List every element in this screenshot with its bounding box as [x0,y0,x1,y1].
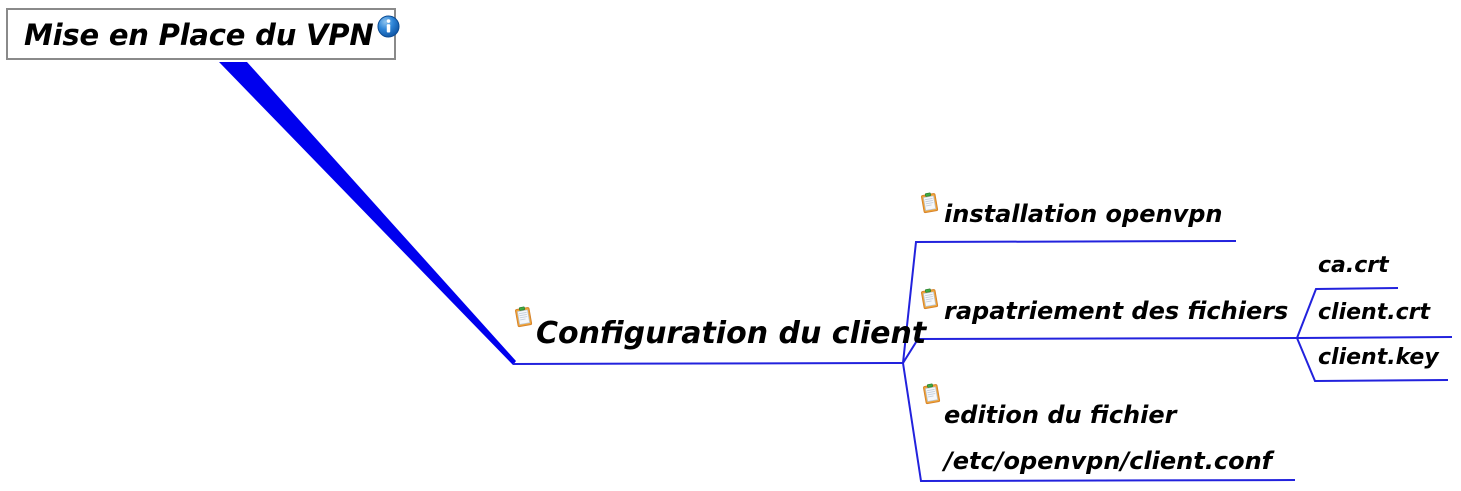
node-label: Configuration du client [536,316,927,351]
edge-config-to-rapatriement [902,337,1298,364]
node-rapatriement-des-fichiers[interactable]: rapatriement des fichiers [944,297,1288,325]
node-label: client.key [1318,345,1439,370]
edge-rapatriement-to-cacrt [1296,287,1399,339]
note-icon[interactable] [513,306,535,328]
edge-config-underline [512,362,904,365]
node-configuration-du-client[interactable]: Configuration du client [536,316,926,351]
node-label-line-2: /etc/openvpn/client.conf [944,447,1273,475]
root-node[interactable]: Mise en Place du VPN [6,8,400,60]
node-edition-du-fichier[interactable]: edition du fichier /etc/openvpn/client.c… [944,392,1272,484]
root-node-label: Mise en Place du VPN [24,18,374,52]
node-label: installation openvpn [944,200,1223,228]
node-label: client.crt [1318,300,1430,325]
edge-root-to-config [219,62,516,365]
node-client-key[interactable]: client.key [1318,345,1439,370]
node-label: ca.crt [1318,253,1389,278]
node-ca-crt[interactable]: ca.crt [1318,253,1389,278]
node-label: rapatriement des fichiers [944,297,1289,325]
edge-config-to-install [902,240,1237,364]
note-icon[interactable] [919,288,941,310]
node-installation-openvpn[interactable]: installation openvpn [944,200,1222,228]
edge-rapatriement-to-clientkey [1296,337,1449,383]
note-icon[interactable] [919,192,941,214]
note-icon[interactable] [921,383,943,405]
edge-rapatriement-to-clientcrt [1296,336,1453,339]
node-client-crt[interactable]: client.crt [1318,300,1430,325]
info-icon[interactable] [377,15,400,38]
edge-config-to-edition [902,362,1296,483]
node-label-line-1: edition du fichier [944,401,1177,429]
